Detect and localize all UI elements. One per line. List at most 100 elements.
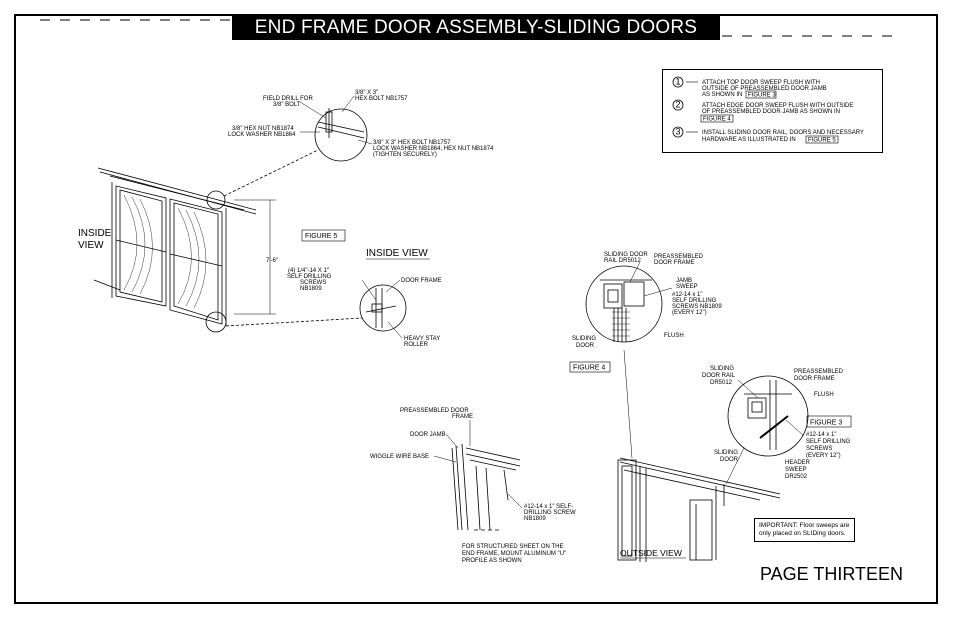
important-note-line-2: only placed on SLIDing doors. bbox=[759, 530, 846, 537]
hex-nut-label-1: 3/8" HEX NUT NB1874 bbox=[232, 126, 294, 132]
note-number-circle-2 bbox=[672, 99, 684, 111]
fig4-jamb-label-1: JAMB bbox=[676, 278, 692, 284]
wiggle-wire-label: WIGGLE WIRE BASE bbox=[370, 454, 429, 460]
note-3-ref: FIGURE 5 bbox=[808, 138, 836, 144]
structured-sheet-label-1: FOR STRUCTURED SHEET ON THE bbox=[462, 544, 563, 550]
note-number-3: 3 bbox=[675, 127, 680, 137]
figure-3-labels: SLIDING DOOR RAIL DR5012 PREASSEMBLED DO… bbox=[702, 366, 852, 480]
figure-3-detail bbox=[727, 375, 809, 457]
important-note-box: IMPORTANT: Floor sweeps are only placed … bbox=[754, 518, 855, 542]
fig3-flush-label: FLUSH bbox=[814, 392, 834, 398]
outside-view-labels: OUTSIDE VIEW bbox=[620, 548, 686, 559]
figure-5-box bbox=[301, 229, 346, 242]
figure-5-labels: INSIDE VIEW FIGURE 5 INSIDE VIEW FIELD D… bbox=[78, 90, 494, 348]
page-number-label: PAGE THIRTEEN bbox=[760, 564, 904, 584]
figure-3-label: FIGURE 3 bbox=[810, 420, 842, 427]
bolt-stack-label-1: 3/8" X 3" HEX BOLT NB1757 bbox=[373, 140, 451, 146]
fig3-screw-label-3: SCREWS bbox=[806, 446, 832, 452]
fig3-sliding-label-2: DOOR bbox=[720, 457, 739, 463]
figure-4-label: FIGURE 4 bbox=[573, 365, 605, 372]
outside-view-assembly bbox=[617, 349, 781, 562]
fig3-header-label-1: HEADER bbox=[785, 460, 811, 466]
fig4-rail-label-1: SLIDING DOOR bbox=[604, 252, 648, 258]
dimension-label: 7'-6" bbox=[266, 258, 278, 264]
wiggle-wire-labels: PREASSEMBLED DOOR FRAME DOOR JAMB WIGGLE… bbox=[370, 408, 576, 564]
hex-nut-label-2: LOCK WASHER NB1864 bbox=[228, 132, 296, 138]
fig3-frame-label-1: PREASSEMBLED bbox=[794, 369, 844, 375]
fig4-rail-label-2: RAIL DR5012 bbox=[604, 258, 641, 264]
bolt-stack-label-3: (TIGHTEN SECURELY) bbox=[373, 152, 437, 158]
hex-bolt-label-1: 3/8" X 3" bbox=[355, 90, 378, 96]
door-jamb-label: DOOR JAMB bbox=[410, 432, 446, 438]
screws-label-4: NB1809 bbox=[300, 286, 322, 292]
roller-label-2: ROLLER bbox=[404, 342, 429, 348]
screws-label-2: SELF DRILLING bbox=[287, 274, 332, 280]
bottom-screw-label-1: #12-14 x 1" SELF- bbox=[524, 504, 573, 510]
door-frame-label: DOOR FRAME bbox=[401, 278, 442, 284]
note-1-line-3: AS SHOWN IN bbox=[702, 92, 742, 98]
fig4-jamb-label-2: SWEEP bbox=[676, 284, 698, 290]
hex-bolt-label-2: HEX BOLT NB1757 bbox=[355, 96, 408, 102]
fig3-screw-label-4: (EVERY 12") bbox=[806, 453, 841, 459]
note-2-ref: FIGURE 4 bbox=[703, 117, 731, 123]
note-3-line-2: HARDWARE AS ILLUSTRATED IN bbox=[702, 137, 796, 143]
fig3-rail-label-2: DOOR RAIL bbox=[702, 373, 736, 379]
bolt-stack-label-2: LOCK WASHER NB1864, HEX NUT NB1874 bbox=[373, 146, 494, 152]
field-drill-label-1: FIELD DRILL FOR bbox=[263, 96, 313, 102]
fig3-screw-label-1: #12-14 x 1" bbox=[806, 432, 836, 438]
fig3-frame-label-2: DOOR FRAME bbox=[794, 376, 835, 382]
fig4-jamb-label-6: (EVERY 12") bbox=[672, 310, 707, 316]
fig3-rail-label-1: SLIDING bbox=[710, 366, 734, 372]
assembly-notes-box bbox=[662, 69, 883, 153]
inside-view-label-2: VIEW bbox=[78, 240, 104, 251]
wiggle-wire-detail bbox=[451, 443, 521, 531]
note-number-circle-1 bbox=[672, 76, 684, 88]
fig4-frame-label-1: PREASSEMBLED bbox=[654, 254, 704, 260]
fig4-sliding-label-1: SLIDING bbox=[572, 336, 596, 342]
fig4-frame-label-2: DOOR FRAME bbox=[654, 260, 695, 266]
note-3-line-1: INSTALL SLIDING DOOR RAIL, DOORS AND NEC… bbox=[702, 130, 864, 136]
inside-view-label-1: INSIDE bbox=[78, 228, 112, 239]
fig3-header-label-3: DR2502 bbox=[785, 474, 808, 480]
fig4-jamb-label-3: #12-14 x 1" bbox=[672, 292, 702, 298]
outside-view-title: OUTSIDE VIEW bbox=[620, 548, 682, 558]
structured-sheet-label-2: END FRAME, MOUNT ALUMINUM "U" bbox=[462, 551, 566, 557]
note-number-circle-3 bbox=[672, 126, 684, 138]
fig3-screw-label-2: SELF DRILLING bbox=[806, 439, 851, 445]
note-1-ref: FIGURE 3 bbox=[748, 93, 776, 99]
page-title: END FRAME DOOR ASSEMBLY-SLIDING DOORS bbox=[232, 16, 720, 40]
inside-view-title: INSIDE VIEW bbox=[366, 248, 428, 259]
fig4-sliding-label-2: DOOR bbox=[576, 343, 595, 349]
important-note-line-1: IMPORTANT: Floor sweeps are bbox=[759, 522, 850, 529]
note-2-line-1: ATTACH EDGE DOOR SWEEP FLUSH WITH OUTSID… bbox=[702, 103, 853, 109]
fig4-jamb-label-5: SCREWS NB1809 bbox=[672, 304, 722, 310]
structured-sheet-label-3: PROFILE AS SHOWN bbox=[462, 558, 522, 564]
note-2-line-2: OF PREASSEMBLED DOOR JAMB AS SHOWN IN bbox=[702, 109, 840, 115]
note-1-line-1: ATTACH TOP DOOR SWEEP FLUSH WITH bbox=[702, 80, 820, 86]
sheet-border bbox=[14, 14, 938, 604]
note-3: 3 INSTALL SLIDING DOOR RAIL, DOORS AND N… bbox=[672, 126, 864, 144]
field-drill-label-2: 3/8" BOLT bbox=[273, 102, 301, 108]
note-1-line-2: OUTSIDE OF PREASSEMBLED DOOR JAMB bbox=[702, 86, 827, 92]
roller-label-1: HEAVY STAY bbox=[404, 336, 440, 342]
fig3-header-label-2: SWEEP bbox=[785, 467, 807, 473]
note-number-1: 1 bbox=[675, 77, 680, 87]
screws-label-1: (4) 1/4"-14 X 1" bbox=[288, 268, 329, 274]
figure-5-label: FIGURE 5 bbox=[305, 233, 337, 240]
bottom-frame-label-2: FRAME bbox=[452, 414, 473, 420]
bottom-frame-label-1: PREASSEMBLED DOOR bbox=[400, 408, 469, 414]
screws-label-3: SCREWS bbox=[300, 280, 326, 286]
note-1: 1 ATTACH TOP DOOR SWEEP FLUSH WITH OUTSI… bbox=[672, 76, 827, 99]
bottom-screw-label-3: NB1809 bbox=[524, 516, 546, 522]
figure-4-detail bbox=[585, 265, 663, 343]
note-2: 2 ATTACH EDGE DOOR SWEEP FLUSH WITH OUTS… bbox=[672, 99, 853, 123]
title-dashes bbox=[40, 19, 900, 37]
inside-view-door-assembly bbox=[93, 108, 407, 333]
fig3-rail-label-3: DR5012 bbox=[710, 380, 733, 386]
fig4-flush-label: FLUSH bbox=[664, 333, 684, 339]
note-number-2: 2 bbox=[675, 100, 680, 110]
fig3-sliding-label-1: SLIDING bbox=[714, 450, 738, 456]
fig4-jamb-label-4: SELF DRILLING bbox=[672, 298, 717, 304]
